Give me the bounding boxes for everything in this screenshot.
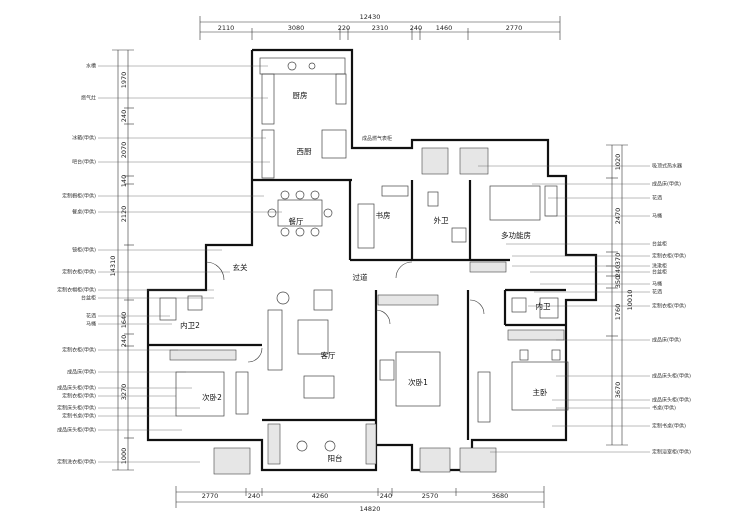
left-callout-label: 餐桌(甲供)	[72, 209, 96, 216]
room-living: 客厅	[321, 350, 336, 360]
left-dim-2: 240	[120, 110, 128, 122]
left-callout-label: 花洒	[86, 313, 96, 320]
room-foyer: 玄关	[233, 262, 248, 272]
bottom-dim-3: 4260	[312, 492, 329, 500]
left-dim-1: 1970	[120, 72, 128, 89]
right-callout-label: 马桶	[652, 213, 662, 220]
right-callout-label: 吸顶式热水器	[652, 163, 682, 170]
bottom-total-dim: 14820	[360, 505, 381, 513]
top-dim-4: 2310	[372, 24, 389, 32]
left-callout-label: 冰箱(甲供)	[72, 135, 96, 142]
left-dim-9: 1000	[120, 448, 128, 465]
right-callout-label: 定制衣柜(甲供)	[652, 303, 686, 310]
room-outer-bath: 外卫	[434, 215, 449, 225]
left-dim-3: 2070	[120, 142, 128, 159]
left-callout-label: 定制橱柜(甲供)	[62, 193, 96, 200]
right-callout-label: 定制浴室柜(甲供)	[652, 449, 691, 456]
bottom-dim-4: 240	[380, 492, 392, 500]
bottom-dim-6: 3680	[492, 492, 509, 500]
left-total-dim: 14310	[109, 256, 117, 277]
left-callout-label: 台盆柜	[81, 295, 96, 302]
room-balcony: 阳台	[328, 453, 343, 463]
right-callout-label: 花洒	[652, 195, 662, 202]
left-callout-label: 定制书桌(甲供)	[62, 413, 96, 420]
furniture	[159, 57, 569, 475]
right-callout-label: 定制书桌(甲供)	[652, 423, 686, 430]
left-dim-8: 3270	[120, 384, 128, 401]
right-dim-1: 1020	[614, 154, 622, 171]
room-master-bedroom: 主卧	[533, 387, 548, 397]
left-callout-label: 定制衣柜(甲供)	[62, 393, 96, 400]
left-callout-label: 成品床头柜(甲供)	[57, 427, 96, 434]
top-dim-7: 2770	[506, 24, 523, 32]
bottom-dim-2: 240	[248, 492, 260, 500]
bottom-dimension-chain: 2770 240 4260 240 2570 3680 14820	[175, 486, 545, 513]
top-dim-2: 3080	[288, 24, 305, 32]
room-multi: 多功能房	[501, 230, 531, 240]
right-dim-7: 3670	[614, 382, 622, 399]
right-dim-5: 350	[614, 276, 622, 288]
top-dim-5: 240	[410, 24, 422, 32]
bottom-dim-1: 2770	[202, 492, 219, 500]
top-dim-1: 2110	[218, 24, 235, 32]
right-callout-label: 成品床(甲供)	[652, 181, 681, 188]
left-dim-4: 140	[120, 175, 128, 187]
top-dimension-chain: 12430 2110 3080 220 2310 240 1460 2770	[199, 13, 561, 40]
room-second-bedroom-1: 次卧1	[408, 377, 428, 387]
right-callout-label: 定制衣柜(甲供)	[652, 253, 686, 260]
left-callout-label: 燃气灶	[81, 95, 96, 102]
left-callout-label: 镜柜(甲供)	[72, 247, 96, 254]
gas-meter-note: 成品燃气表柜	[362, 135, 392, 142]
room-inner-bath-2: 内卫2	[180, 320, 200, 330]
left-callout-label: 马桶	[86, 321, 96, 328]
left-dim-5: 2120	[120, 206, 128, 223]
left-callout-label: 吧台(甲供)	[72, 159, 96, 166]
left-callout-label: 定制衣柜(甲供)	[62, 269, 96, 276]
right-dim-6: 1760	[614, 304, 622, 321]
bottom-dim-5: 2570	[422, 492, 439, 500]
top-dim-6: 1460	[436, 24, 453, 32]
right-callout-label: 台盆柜	[652, 241, 667, 248]
right-callout-label: 马桶	[652, 281, 662, 288]
right-callout-label: 成品床(甲供)	[652, 337, 681, 344]
left-dim-7: 240	[120, 335, 128, 347]
right-dim-4: 240	[614, 265, 622, 277]
room-west-kitchen: 西厨	[297, 147, 312, 156]
right-callout-label: 书桌(甲供)	[652, 405, 676, 412]
room-study: 书房	[376, 210, 391, 220]
right-total-dim: 10010	[626, 290, 634, 311]
left-callout-label: 定制床头柜(甲供)	[57, 405, 96, 412]
right-callout-label: 洗漱柜	[652, 263, 667, 270]
right-dim-3: 370	[614, 253, 622, 265]
left-callout-label: 水槽	[86, 63, 96, 70]
room-kitchen: 厨房	[293, 90, 308, 100]
left-callout-label: 定制洗衣柜(甲供)	[57, 459, 96, 466]
right-callout-label: 成品床头柜(甲供)	[652, 373, 691, 380]
room-corridor: 过道	[353, 272, 368, 282]
left-callout-label: 定制衣帽柜(甲供)	[57, 287, 96, 294]
right-callout-label: 台盆柜	[652, 269, 667, 276]
left-callout-label: 成品床(甲供)	[67, 369, 96, 376]
outer-walls	[146, 48, 598, 472]
left-dimension-chain: 1970 240 2070 140 2120 1640 240 3270 100…	[109, 49, 134, 471]
right-callouts: 吸顶式热水器成品床(甲供)花洒马桶台盆柜定制衣柜(甲供)洗漱柜台盆柜马桶花洒定制…	[478, 163, 691, 456]
top-dim-3: 220	[338, 24, 350, 32]
room-dining: 餐厅	[289, 217, 304, 226]
left-callout-label: 定制衣柜(甲供)	[62, 347, 96, 354]
top-total-dim: 12430	[360, 13, 381, 21]
left-dim-6: 1640	[120, 312, 128, 329]
right-callout-label: 花洒	[652, 289, 662, 296]
left-callout-label: 成品床头柜(甲供)	[57, 385, 96, 392]
room-second-bedroom-2: 次卧2	[202, 392, 222, 402]
right-callout-label: 成品床头柜(甲供)	[652, 397, 691, 404]
